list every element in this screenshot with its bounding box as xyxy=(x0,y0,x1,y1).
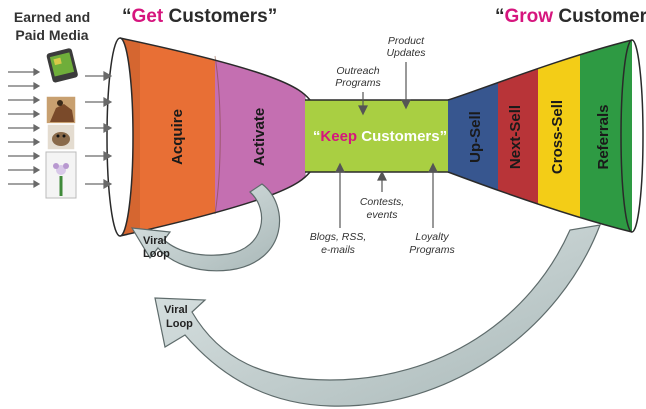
activate-label: Activate xyxy=(251,108,268,166)
large-loop-line2: Loop xyxy=(166,318,193,330)
large-viral-loop-label: Viral Loop xyxy=(164,304,193,330)
earned-media-line1: Earned and xyxy=(14,9,90,25)
contests-events-line1: Contests, xyxy=(360,196,404,208)
dog-photo-icon xyxy=(46,123,76,151)
large-viral-loop-arrow xyxy=(154,224,601,407)
loyalty-programs-line2: Programs xyxy=(409,244,455,256)
large-loop-line1: Viral xyxy=(164,304,188,316)
keep-tube xyxy=(305,99,455,173)
upsell-label: Up-Sell xyxy=(467,111,484,163)
crosssell-stage xyxy=(538,40,580,232)
blogs-rss-line1: Blogs, RSS, xyxy=(310,231,367,243)
media-input-arrows xyxy=(8,67,113,190)
tablet-icon xyxy=(46,48,78,83)
acquire-stage xyxy=(120,38,215,236)
get-customers-header: “Get Customers” xyxy=(122,6,277,27)
contests-events-line2: events xyxy=(367,209,399,221)
small-viral-loop-label: Viral Loop xyxy=(143,235,170,260)
keep-customers-label: “Keep Customers” xyxy=(313,128,447,145)
get-funnel-mouth xyxy=(106,37,134,237)
person-horse-photo-icon xyxy=(45,95,77,125)
acquire-label: Acquire xyxy=(169,109,186,165)
loyalty-programs-line1: Loyalty xyxy=(415,231,449,243)
grow-customers-header: “Grow Customers” xyxy=(495,6,646,27)
earned-media-line2: Paid Media xyxy=(15,27,88,43)
nextsell-label: Next-Sell xyxy=(507,105,524,169)
product-updates-line1: Product xyxy=(388,35,425,47)
flower-photo-icon xyxy=(45,151,77,199)
outreach-programs-line2: Programs xyxy=(335,77,381,89)
outreach-programs-line1: Outreach xyxy=(336,65,379,77)
product-updates-line2: Updates xyxy=(386,47,426,59)
keep-input-arrows xyxy=(335,62,438,228)
referrals-label: Referrals xyxy=(595,104,612,169)
small-loop-line2: Loop xyxy=(143,248,170,260)
crosssell-label: Cross-Sell xyxy=(549,100,566,174)
blogs-rss-line2: e-mails xyxy=(321,244,356,256)
small-viral-loop-arrow xyxy=(130,183,281,272)
grow-funnel-mouth xyxy=(620,39,644,233)
small-loop-line1: Viral xyxy=(143,235,167,247)
